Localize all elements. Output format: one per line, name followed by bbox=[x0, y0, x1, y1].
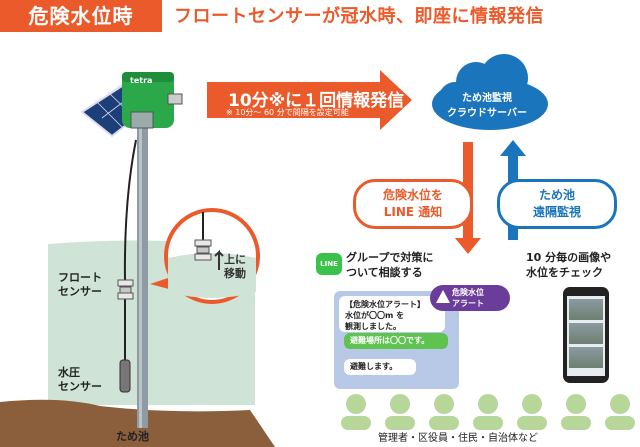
alert-badge bbox=[430, 285, 510, 311]
headline: フロートセンサーが冠水時、即座に情報発信 bbox=[174, 6, 544, 27]
camera-image-2 bbox=[569, 323, 603, 344]
people-label: 管理者・区役員・住民・自治体など bbox=[378, 433, 538, 444]
chat-bubble-alert: 【危険水位アラート】 水位が〇〇m を 観測しました。 bbox=[339, 296, 445, 332]
cloud-server-label: ため池監視 クラウドサーバー bbox=[447, 93, 527, 119]
iot-device bbox=[122, 72, 183, 129]
chat-bubble-evacuate: 避難します。 bbox=[344, 359, 416, 375]
line-app-icon: LINE bbox=[316, 253, 342, 275]
cloud-icon bbox=[432, 54, 548, 130]
float-sensor-label: フロート センサー bbox=[58, 271, 102, 298]
line-group-title: グループで対策に ついて相談する bbox=[346, 251, 434, 279]
sensor-cable bbox=[123, 139, 137, 360]
zoom-move-label: 上に 移動 bbox=[224, 253, 246, 280]
up-arrow-icon bbox=[214, 249, 224, 270]
remote-monitor-pill: ため池 遠隔監視 bbox=[497, 179, 617, 229]
send-arrow bbox=[207, 70, 412, 130]
send-interval-note: ※ 10分～ 60 分で間隔を設定可能 bbox=[226, 108, 349, 117]
pressure-sensor bbox=[119, 359, 131, 393]
header-tag: 危険水位時 bbox=[0, 0, 162, 32]
camera-image-3 bbox=[569, 347, 603, 368]
chat-bubble-evacuation-site: 避難場所は〇〇です。 bbox=[344, 333, 448, 349]
camera-check-label: 10 分毎の画像や 水位をチェック bbox=[526, 251, 612, 279]
camera-image-1 bbox=[569, 299, 603, 320]
line-notify-pill: 危険水位を LINE 通知 bbox=[353, 179, 473, 229]
pressure-sensor-label: 水圧 センサー bbox=[58, 366, 102, 393]
pond-label: ため池 bbox=[116, 430, 149, 443]
alert-badge-label: 危険水位 アラート bbox=[452, 288, 484, 308]
float-sensor bbox=[117, 279, 134, 300]
warning-icon bbox=[436, 290, 450, 303]
people-row bbox=[341, 394, 635, 430]
send-interval-text: 10分※に１回情報発信 bbox=[228, 91, 405, 111]
sensor-pole bbox=[137, 118, 148, 428]
device-logo: tetra bbox=[130, 76, 153, 85]
